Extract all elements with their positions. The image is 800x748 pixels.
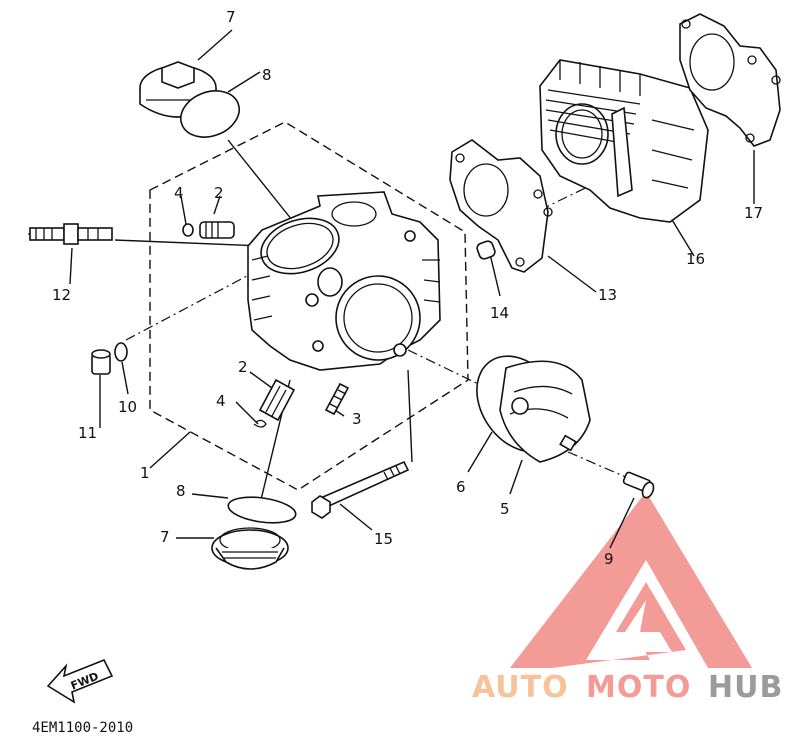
spark-plug bbox=[28, 223, 113, 245]
dowel-ring-bottom bbox=[253, 419, 267, 428]
diagram-code: 4EM1100-2010 bbox=[32, 720, 133, 736]
cylinder-16 bbox=[539, 59, 709, 223]
callout-7-top: 7 bbox=[226, 8, 236, 26]
callout-11: 11 bbox=[78, 424, 97, 442]
watermark-logo: AUTO MOTO HUB bbox=[472, 492, 783, 705]
bolt-11 bbox=[91, 349, 111, 375]
stud-top bbox=[199, 221, 235, 239]
callout-2-bottom: 2 bbox=[238, 358, 248, 376]
head-assembly-outline bbox=[149, 121, 469, 491]
head-gasket-17 bbox=[679, 13, 781, 147]
stud-bottom bbox=[258, 378, 296, 422]
fwd-arrow: FWD bbox=[46, 658, 114, 704]
callout-7-bottom: 7 bbox=[160, 528, 170, 546]
callout-6: 6 bbox=[456, 478, 466, 496]
callout-15: 15 bbox=[374, 530, 393, 548]
callout-2-top: 2 bbox=[214, 184, 224, 202]
callout-10: 10 bbox=[118, 398, 137, 416]
callout-5: 5 bbox=[500, 500, 510, 518]
cylinder-gasket bbox=[449, 139, 553, 273]
dowel-pin-14 bbox=[476, 240, 496, 260]
stud-3 bbox=[324, 382, 350, 416]
callout-9: 9 bbox=[604, 550, 614, 568]
filler-plug-bottom bbox=[211, 527, 289, 570]
callout-1: 1 bbox=[140, 464, 150, 482]
watermark-hub: HUB bbox=[708, 670, 783, 705]
o-ring-top bbox=[180, 90, 240, 138]
o-ring-bottom bbox=[227, 496, 297, 524]
callout-16: 16 bbox=[686, 250, 705, 268]
callout-3: 3 bbox=[352, 410, 362, 428]
cylinder-head bbox=[247, 191, 441, 371]
watermark-moto: MOTO bbox=[586, 670, 691, 705]
callout-4-top: 4 bbox=[174, 184, 184, 202]
dowel-ring-top bbox=[182, 223, 194, 237]
tappet-cover bbox=[476, 355, 591, 463]
bolt-9 bbox=[622, 471, 655, 499]
callout-4-bottom: 4 bbox=[216, 392, 226, 410]
callout-8-bottom: 8 bbox=[176, 482, 186, 500]
watermark-auto: AUTO bbox=[472, 670, 569, 705]
callout-12: 12 bbox=[52, 286, 71, 304]
callout-8-top: 8 bbox=[262, 66, 272, 84]
callout-17: 17 bbox=[744, 204, 763, 222]
washer-10 bbox=[114, 342, 128, 362]
long-bolt-15 bbox=[311, 460, 410, 519]
callout-14: 14 bbox=[490, 304, 509, 322]
callout-13: 13 bbox=[598, 286, 617, 304]
